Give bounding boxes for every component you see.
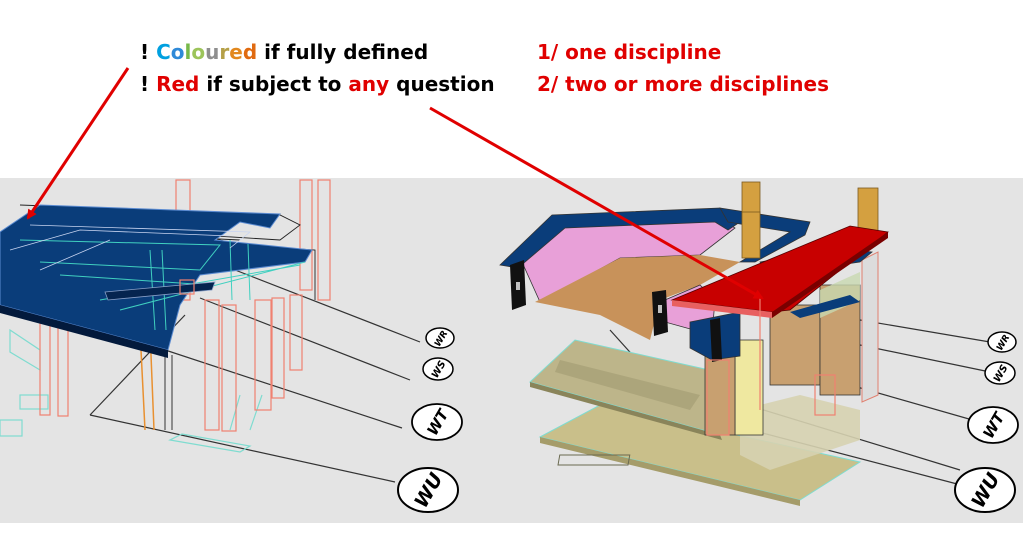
right-timber-deck: [535, 255, 740, 340]
right-lower-floor: [740, 395, 860, 470]
left-inner-beam: [104, 281, 216, 301]
annotation-arrows: [26, 67, 764, 300]
coloured-letter-7: d: [242, 40, 258, 64]
right-black-stub-slots: [516, 282, 662, 313]
right-grid-tags: WR WS WT WU: [954, 331, 1019, 513]
left-model: [0, 179, 421, 483]
note-red-prefix: !: [140, 72, 157, 96]
coloured-letter-1: o: [170, 40, 185, 64]
red-word: Red: [156, 72, 200, 96]
discipline-one-label: 1/ one discipline: [537, 40, 722, 64]
any-word: any: [348, 72, 390, 96]
arrow-to-red-beam: [429, 106, 764, 300]
left-red-element: [179, 279, 195, 295]
left-slab-white-wire: [9, 224, 252, 271]
right-middle-slab-edge: [530, 382, 722, 440]
left-grid-tag-wt: WT: [411, 403, 463, 441]
left-grid-tag-wu: WU: [397, 467, 459, 513]
grid-tags: WR WS WT WU WR WS: [397, 327, 1019, 513]
right-timber-wall-center: [769, 304, 821, 386]
left-grid-tag-wr: WR: [425, 327, 455, 349]
coloured-letter-3: o: [191, 40, 206, 64]
left-slab-edge: [0, 305, 168, 358]
note-red-suffix: question: [389, 72, 495, 96]
note-coloured-prefix: !: [140, 40, 157, 64]
left-grid-tags: WR WS WT WU: [397, 327, 463, 513]
coloured-letter-4: u: [205, 40, 220, 64]
right-red-beam-side: [772, 232, 888, 318]
right-blue-ledge-2: [790, 295, 860, 318]
right-grid-tag-wr: WR: [987, 331, 1017, 353]
coloured-letter-6: e: [229, 40, 243, 64]
right-red-beam-front: [672, 300, 772, 318]
right-grid-tag-ws: WS: [984, 361, 1016, 385]
right-model: [418, 181, 991, 506]
coloured-letter-0: C: [156, 40, 171, 64]
coloured-word: Coloured: [156, 40, 257, 64]
right-bottom-slab-edge: [540, 437, 800, 506]
right-grid-tag-wu: WU: [954, 467, 1016, 513]
coloured-letter-2: l: [184, 40, 192, 64]
note-coloured-suffix: if fully defined: [257, 40, 429, 64]
note-red-line: ! Red if subject to any question: [140, 74, 495, 94]
left-grid-tag-ws: WS: [422, 357, 454, 381]
right-grid-tag-wt: WT: [967, 406, 1019, 444]
right-orange-columns: [741, 181, 879, 259]
coloured-letter-5: r: [219, 40, 230, 64]
note-red-middle: if subject to: [199, 72, 349, 96]
note-coloured-line: ! Coloured if fully defined: [140, 42, 428, 62]
discipline-two-label: 2/ two or more disciplines: [537, 72, 829, 96]
right-middle-slab-shadow: [555, 360, 700, 410]
right-blue-frame: [499, 207, 741, 269]
right-red-wire: [706, 295, 836, 436]
right-grey-panel: [861, 251, 879, 403]
arrow-to-left-slab: [26, 67, 130, 220]
